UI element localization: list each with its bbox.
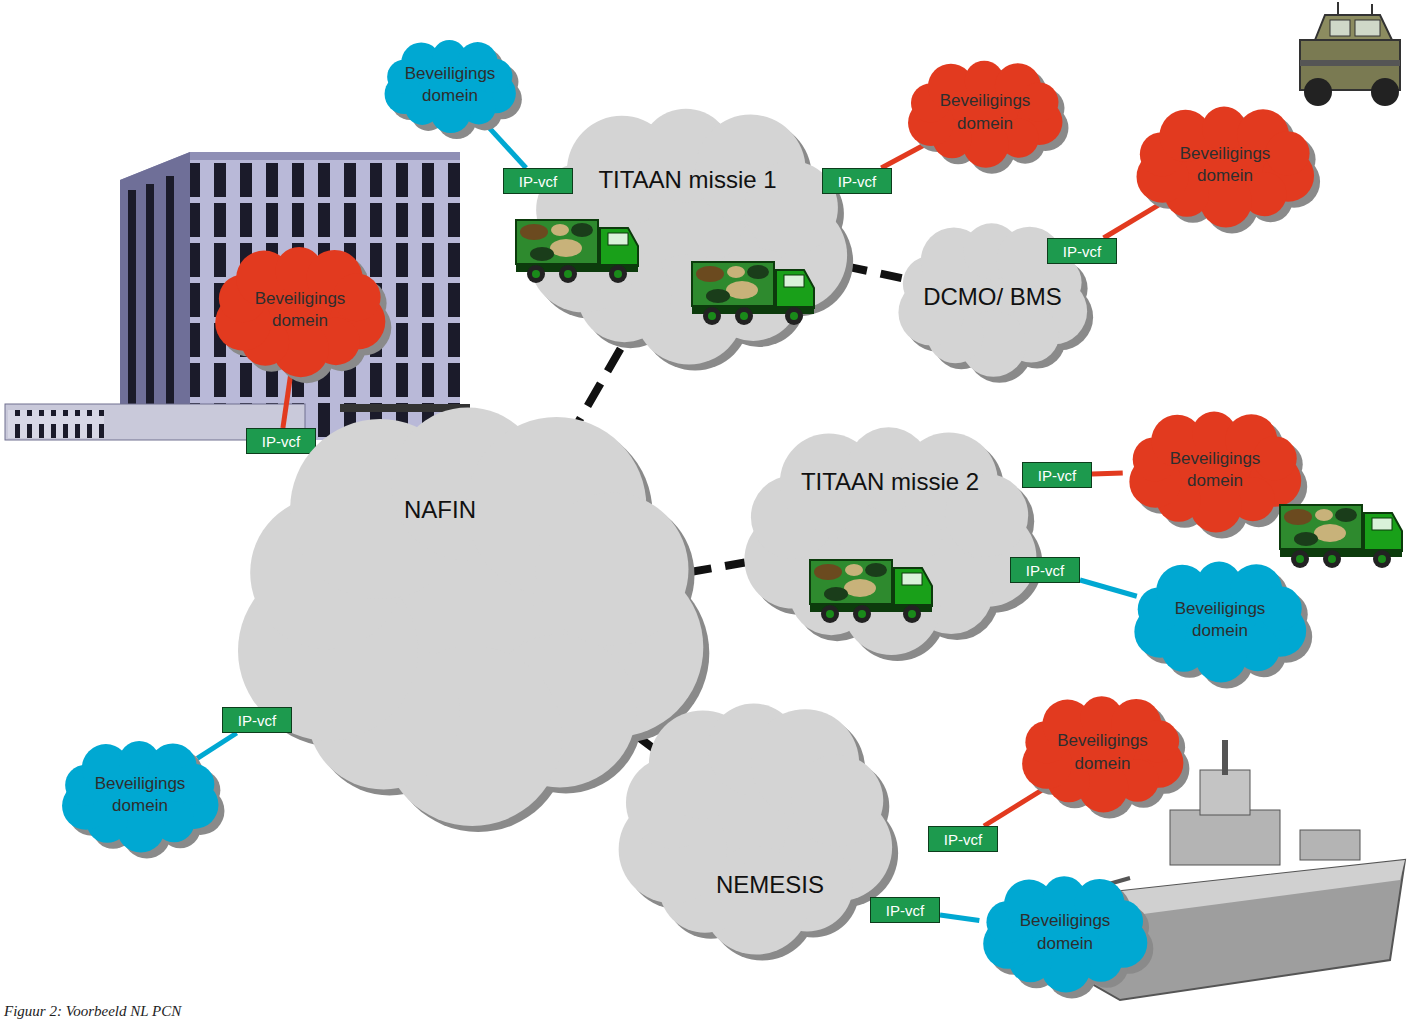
cloud-shape — [505, 95, 870, 370]
box-label: IP-vcf — [238, 712, 276, 729]
figure-caption: Figuur 2: Voorbeeld NL PCN — [4, 1003, 181, 1020]
network-cloud: Beveiligings domein — [1005, 690, 1200, 815]
network-cloud: Beveiligings domein — [200, 240, 400, 380]
truck — [1280, 505, 1402, 568]
network-cloud: Beveiligings domein — [1115, 100, 1335, 230]
domain-link — [197, 733, 236, 758]
box-label: IP-vcf — [519, 173, 557, 190]
humvee — [1300, 2, 1400, 106]
cloud-shape — [200, 240, 400, 380]
network-cloud: NEMESIS — [610, 690, 900, 960]
ip-vcf-box: IP-vcf — [503, 168, 573, 194]
network-link — [686, 563, 745, 573]
network-cloud: TITAAN missie 1 — [505, 95, 870, 370]
ship — [1040, 740, 1405, 1000]
cloud-shape — [45, 735, 235, 855]
domain-link — [1092, 470, 1123, 476]
cloud-label: Beveiligings domein — [1160, 598, 1280, 642]
network-cloud: TITAAN missie 2 — [720, 415, 1060, 660]
cloud-label: Beveiligings domein — [1155, 448, 1275, 492]
ip-vcf-box: IP-vcf — [222, 707, 292, 733]
box-label: IP-vcf — [886, 902, 924, 919]
cloud-label: TITAAN missie 1 — [598, 164, 776, 196]
cloud-shape — [1115, 100, 1335, 230]
network-cloud: Beveiligings domein — [45, 735, 235, 855]
cloud-label: Beveiligings domein — [390, 63, 510, 107]
domain-link — [1104, 205, 1159, 238]
ip-vcf-box: IP-vcf — [928, 826, 998, 852]
domain-link — [984, 790, 1042, 826]
cloud-shape — [610, 690, 900, 960]
network-cloud: Beveiligings domein — [965, 870, 1165, 995]
cloud-label: Beveiligings domein — [240, 288, 360, 332]
domain-link — [881, 145, 923, 168]
network-cloud: Beveiligings domein — [370, 35, 530, 135]
cloud-shape — [370, 35, 530, 135]
ip-vcf-box: IP-vcf — [1022, 462, 1092, 488]
network-cloud: Beveiligings domein — [1115, 555, 1325, 685]
ip-vcf-box: IP-vcf — [246, 428, 316, 454]
box-label: IP-vcf — [1026, 562, 1064, 579]
box-label: IP-vcf — [1063, 243, 1101, 260]
cloud-label: Beveiligings domein — [80, 773, 200, 817]
box-label: IP-vcf — [1038, 467, 1076, 484]
domain-link — [1080, 580, 1137, 596]
cloud-shape — [720, 415, 1060, 660]
box-label: IP-vcf — [838, 173, 876, 190]
network-cloud: Beveiligings domein — [1110, 405, 1320, 535]
ip-vcf-box: IP-vcf — [1010, 557, 1080, 583]
cloud-shape — [1110, 405, 1320, 535]
cloud-shape — [965, 870, 1165, 995]
cloud-label: Beveiligings domein — [1005, 910, 1125, 954]
cloud-shape — [890, 55, 1080, 170]
box-label: IP-vcf — [262, 433, 300, 450]
cloud-label: TITAAN missie 2 — [801, 466, 979, 498]
cloud-label: DCMO/ BMS — [923, 281, 1062, 313]
domain-link — [940, 915, 979, 921]
cloud-label: Beveiligings domein — [1165, 143, 1285, 187]
cloud-label: Beveiligings domein — [1043, 730, 1163, 774]
ip-vcf-box: IP-vcf — [822, 168, 892, 194]
network-cloud: Beveiligings domein — [890, 55, 1080, 170]
cloud-shape — [1115, 555, 1325, 685]
ip-vcf-box: IP-vcf — [1047, 238, 1117, 264]
cloud-label: Beveiligings domein — [925, 90, 1045, 134]
ip-vcf-box: IP-vcf — [870, 897, 940, 923]
cloud-shape — [1005, 690, 1200, 815]
cloud-label: NEMESIS — [716, 869, 824, 901]
box-label: IP-vcf — [944, 831, 982, 848]
cloud-label: NAFIN — [404, 494, 476, 526]
building — [5, 152, 470, 440]
